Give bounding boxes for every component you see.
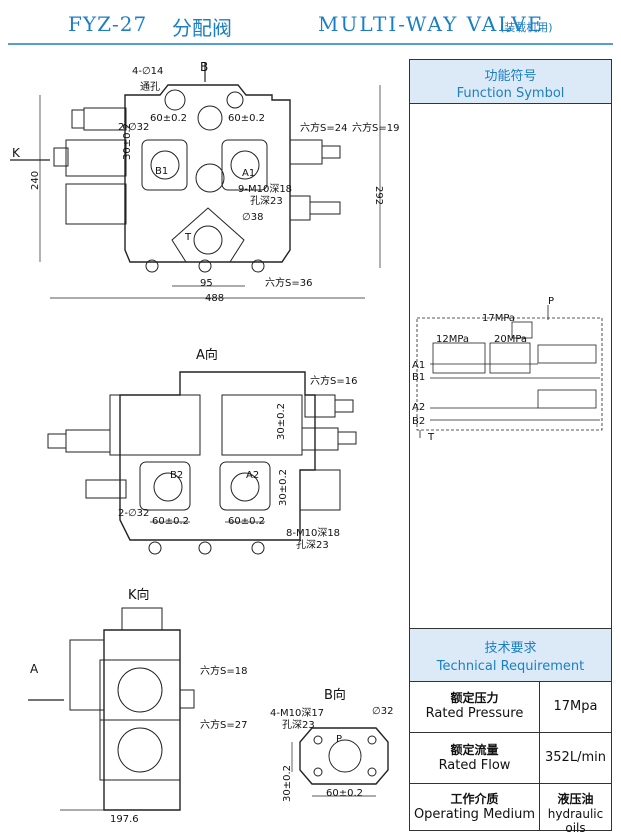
hex-24-label: 六方S=24 bbox=[300, 123, 348, 134]
view-b-port-p: P bbox=[336, 734, 343, 745]
tech-label-en: Operating Medium bbox=[413, 807, 536, 822]
view-a-vert2-label: 30±0.2 bbox=[278, 468, 289, 506]
function-symbol-title-cn: 功能符号 bbox=[484, 69, 537, 84]
usage-note: (装载机用) bbox=[500, 21, 553, 34]
arrow-k-label: K bbox=[12, 146, 20, 160]
port-b1-label: B1 bbox=[155, 166, 169, 177]
view-k-drawing bbox=[28, 607, 195, 811]
tech-row: 工作介质 Operating Medium 液压油 hydraulic oils bbox=[410, 784, 611, 835]
tech-label-en: Rated Flow bbox=[438, 758, 511, 773]
hex-27-label: 六方S=27 bbox=[200, 720, 248, 731]
page-title: FYZ-27 分配阀 MULTI-WAY VALVE (装载机用) bbox=[0, 6, 621, 44]
tech-label-cn: 额定压力 bbox=[450, 691, 499, 705]
function-symbol-header: 功能符号 Function Symbol bbox=[410, 60, 611, 104]
pressure-main-label: 17MPa bbox=[482, 313, 516, 324]
tech-label-en: Rated Pressure bbox=[425, 706, 524, 721]
tech-value-en: hydraulic oils bbox=[547, 807, 604, 835]
function-symbol-diagram bbox=[416, 305, 603, 438]
port-b2-symbol: B2 bbox=[412, 416, 426, 427]
port-a2-symbol: A2 bbox=[412, 402, 426, 413]
view-b-vert-label: 30±0.2 bbox=[282, 764, 293, 802]
technical-header: 技术要求 Technical Requirement bbox=[410, 628, 611, 682]
port-a2-label: A2 bbox=[246, 470, 260, 481]
tech-value-cn: 液压油 bbox=[557, 792, 594, 806]
spec-panel: 功能符号 Function Symbol P 17MPa 12MPa 20MPa… bbox=[409, 59, 612, 835]
view-a-vert1-label: 30±0.2 bbox=[276, 402, 287, 440]
dia-38-label: ∅38 bbox=[242, 212, 264, 223]
tech-value: 352L/min bbox=[545, 750, 606, 765]
view-a-drawing bbox=[47, 371, 357, 555]
vert-pitch-label: 30±0.2 bbox=[122, 122, 133, 160]
pitch-top-label: 60±0.2 bbox=[150, 113, 188, 124]
view-b-thread-sub-label: 孔深23 bbox=[282, 720, 315, 731]
view-b-thread-label: 4-M10深17 bbox=[270, 708, 325, 719]
port-a1-symbol: A1 bbox=[412, 360, 426, 371]
tech-label-cn: 工作介质 bbox=[450, 792, 499, 806]
view-a-pitch2-label: 60±0.2 bbox=[228, 516, 266, 527]
dim-292-label: 292 bbox=[373, 186, 384, 206]
port-b1-symbol: B1 bbox=[412, 372, 426, 383]
hex-19-label: 六方S=19 bbox=[352, 123, 400, 134]
dim-240-label: 240 bbox=[30, 170, 41, 190]
view-k-title: K向 bbox=[128, 588, 150, 603]
name-en: MULTI-WAY VALVE bbox=[318, 12, 545, 36]
dim-488-label: 488 bbox=[205, 293, 225, 304]
port-b2-label: B2 bbox=[170, 470, 184, 481]
view-a-dia-label: 2-∅32 bbox=[118, 508, 150, 519]
view-a-pitch1-label: 60±0.2 bbox=[152, 516, 190, 527]
view-a-thread-sub-label: 孔深23 bbox=[296, 540, 329, 551]
name-cn: 分配阀 bbox=[172, 16, 232, 40]
view-b-drawing bbox=[291, 727, 389, 797]
function-symbol-title-en: Function Symbol bbox=[456, 86, 565, 101]
dim-95-label: 95 bbox=[200, 278, 213, 289]
view-a-thread-label: 8-M10深18 bbox=[286, 528, 341, 539]
tech-row: 额定流量 Rated Flow 352L/min bbox=[410, 733, 611, 784]
thread-label: 9-M10深18 bbox=[238, 184, 293, 195]
thread-sub-label: 孔深23 bbox=[250, 196, 283, 207]
technical-title-en: Technical Requirement bbox=[436, 659, 585, 674]
tech-label-cn: 额定流量 bbox=[450, 743, 499, 757]
port-p-symbol: P bbox=[548, 296, 555, 307]
front-view-drawing bbox=[10, 62, 381, 299]
pitch-top2-label: 60±0.2 bbox=[228, 113, 266, 124]
hex-16-label: 六方S=16 bbox=[310, 376, 358, 387]
arrow-b-label: B bbox=[200, 60, 209, 74]
holes-sub-label: 通孔 bbox=[140, 82, 160, 93]
view-k-arrow-a: A bbox=[30, 662, 39, 676]
port-a1-label: A1 bbox=[242, 168, 256, 179]
view-b-pitch-label: 60±0.2 bbox=[326, 788, 364, 799]
pressure-a-label: 12MPa bbox=[436, 334, 470, 345]
hex-18-label: 六方S=18 bbox=[200, 666, 248, 677]
view-a-title: A向 bbox=[196, 348, 218, 363]
holes-label: 4-∅14 bbox=[132, 66, 164, 77]
tech-value: 17Mpa bbox=[553, 699, 598, 714]
dim-197-label: 197.6 bbox=[110, 814, 139, 825]
dia-32-label: 2-∅32 bbox=[118, 122, 150, 133]
technical-title-cn: 技术要求 bbox=[484, 641, 537, 656]
port-t-symbol: T bbox=[428, 432, 435, 443]
view-b-dia-label: ∅32 bbox=[372, 706, 394, 717]
model-number: FYZ-27 bbox=[68, 12, 148, 36]
view-b-title: B向 bbox=[324, 688, 346, 703]
hex-36-label: 六方S=36 bbox=[265, 278, 313, 289]
port-t-label: T bbox=[185, 232, 192, 243]
pressure-b-label: 20MPa bbox=[494, 334, 528, 345]
tech-row: 额定压力 Rated Pressure 17Mpa bbox=[410, 681, 611, 733]
